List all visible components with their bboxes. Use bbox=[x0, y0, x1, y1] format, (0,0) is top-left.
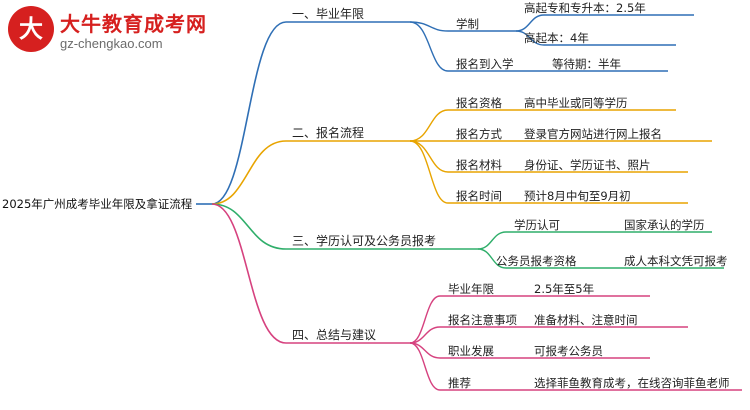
node-2-3-label: 报名材料 bbox=[456, 158, 502, 172]
node-3-2-value-1: 成人本科文凭可报考 bbox=[624, 254, 728, 268]
node-2-1-value-1: 高中毕业或同等学历 bbox=[524, 96, 628, 110]
branch-label-3: 三、学历认可及公务员报考 bbox=[292, 234, 437, 248]
node-4-3-label: 职业发展 bbox=[448, 344, 494, 358]
mindmap-root-label: 2025年广州成考毕业年限及拿证流程 bbox=[2, 197, 193, 211]
branch-label-2: 二、报名流程 bbox=[292, 126, 365, 140]
node-1-2-value-1: 等待期：半年 bbox=[552, 57, 621, 71]
logo-title: 大牛教育成考网 bbox=[60, 12, 207, 36]
logo-subtitle: gz-chengkao.com bbox=[60, 36, 163, 51]
node-1-2-label: 报名到入学 bbox=[456, 57, 514, 71]
node-1-1-label: 学制 bbox=[456, 17, 479, 31]
logo-badge-text: 大牛 bbox=[19, 15, 43, 89]
node-1-1-value-2: 高起本：4年 bbox=[524, 31, 589, 45]
branch-label-4: 四、总结与建议 bbox=[292, 328, 377, 342]
node-2-4-value-1: 预计8月中旬至9月初 bbox=[524, 189, 631, 203]
node-3-2-label: 公务员报考资格 bbox=[496, 254, 577, 268]
node-2-4-label: 报名时间 bbox=[456, 189, 502, 203]
node-4-1-label: 毕业年限 bbox=[448, 282, 494, 296]
logo-badge-icon: 大牛 bbox=[8, 6, 54, 89]
node-1-1-value-1: 高起专和专升本：2.5年 bbox=[524, 1, 646, 15]
node-4-4-label: 推荐 bbox=[448, 376, 471, 390]
node-2-2-value-1: 登录官方网站进行网上报名 bbox=[524, 127, 662, 141]
node-4-2-value-1: 准备材料、注意时间 bbox=[534, 313, 638, 327]
node-2-1-label: 报名资格 bbox=[456, 96, 502, 110]
node-4-1-value-1: 2.5年至5年 bbox=[534, 282, 595, 296]
branch-label-1: 一、毕业年限 bbox=[292, 7, 365, 21]
site-logo: 大牛 大牛教育成考网 gz-chengkao.com bbox=[8, 6, 206, 89]
node-3-1-label: 学历认可 bbox=[514, 218, 560, 232]
node-4-2-label: 报名注意事项 bbox=[448, 313, 517, 327]
node-4-3-value-1: 可报考公务员 bbox=[534, 344, 603, 358]
node-2-2-label: 报名方式 bbox=[456, 127, 502, 141]
node-3-1-value-1: 国家承认的学历 bbox=[624, 218, 705, 232]
node-2-3-value-1: 身份证、学历证书、照片 bbox=[524, 158, 651, 172]
node-4-4-value-1: 选择菲鱼教育成考，在线咨询菲鱼老师 bbox=[534, 376, 730, 390]
